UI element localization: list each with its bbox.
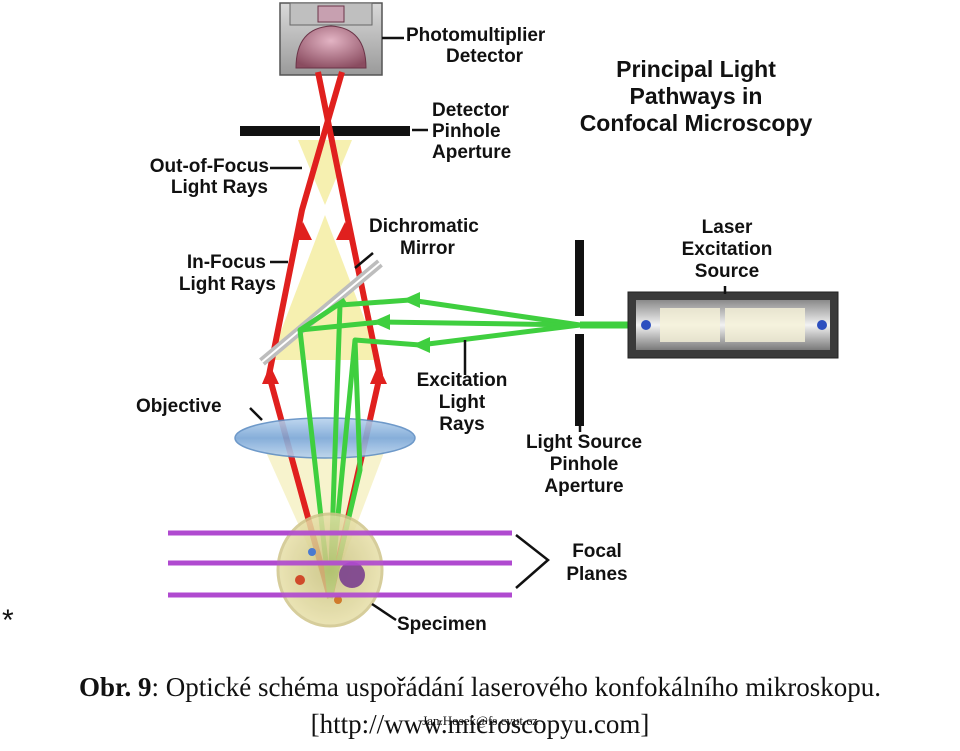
leader-lines bbox=[249, 36, 727, 622]
svg-text:Mirror: Mirror bbox=[400, 238, 456, 259]
label-excitation-rays: Excitation bbox=[417, 370, 508, 391]
svg-text:Aperture: Aperture bbox=[544, 476, 623, 497]
label-out-of-focus: Out-of-Focus bbox=[150, 156, 269, 177]
svg-text:Aperture: Aperture bbox=[432, 142, 511, 163]
svg-text:Pinhole: Pinhole bbox=[432, 121, 501, 142]
label-objective: Objective bbox=[136, 396, 222, 417]
light-source-pinhole-bar bbox=[575, 240, 584, 426]
svg-text:Light Rays: Light Rays bbox=[171, 177, 268, 198]
excitation-arrowheads bbox=[372, 292, 430, 353]
specimen-cell-icon bbox=[276, 512, 384, 628]
detector-pinhole-bar bbox=[240, 126, 410, 136]
label-laser-source: Laser bbox=[702, 217, 753, 238]
svg-text:Excitation: Excitation bbox=[682, 239, 773, 260]
email-watermark: Jan.Hosek@fs.cvut.cz bbox=[422, 713, 538, 728]
svg-text:Detector: Detector bbox=[446, 46, 524, 67]
out-of-focus-cone-upper bbox=[298, 140, 352, 205]
photomultiplier-detector-icon bbox=[279, 2, 383, 76]
svg-text:Principal Light: Principal Light bbox=[616, 56, 776, 82]
svg-text:Pathways in: Pathways in bbox=[630, 83, 763, 109]
label-detector-pinhole: Detector bbox=[432, 100, 510, 121]
focal-planes-bracket bbox=[515, 534, 550, 589]
diagram-title: Principal Light Pathways in Confocal Mic… bbox=[580, 56, 813, 136]
figure-number: Obr. 9 bbox=[78, 672, 152, 702]
label-dichromatic-mirror: Dichromatic bbox=[369, 216, 479, 237]
laser-source-icon bbox=[627, 291, 839, 359]
svg-text:Source: Source bbox=[695, 261, 759, 282]
ray-arrowheads bbox=[262, 222, 387, 384]
caption-text: : Optické schéma uspořádání laserového k… bbox=[151, 672, 882, 702]
figure-caption: Obr. 9: Optické schéma uspořádání lasero… bbox=[0, 672, 960, 703]
label-specimen: Specimen bbox=[397, 614, 487, 635]
svg-text:Light: Light bbox=[439, 392, 486, 413]
svg-text:Rays: Rays bbox=[439, 414, 484, 435]
label-focal-planes: Focal bbox=[572, 541, 622, 562]
label-photomultiplier: Photomultiplier bbox=[406, 25, 546, 46]
svg-text:Light Rays: Light Rays bbox=[179, 274, 276, 295]
label-light-source-pinhole: Light Source bbox=[526, 432, 642, 453]
objective-lens bbox=[234, 417, 416, 459]
label-in-focus: In-Focus bbox=[187, 252, 266, 273]
svg-text:Pinhole: Pinhole bbox=[550, 454, 619, 475]
svg-text:Planes: Planes bbox=[566, 564, 627, 585]
confocal-diagram: Principal Light Pathways in Confocal Mic… bbox=[136, 2, 839, 635]
asterisk-mark: * bbox=[2, 604, 14, 637]
svg-text:Confocal Microscopy: Confocal Microscopy bbox=[580, 110, 813, 136]
source-url: [http://www.microscopyu.com] bbox=[310, 709, 650, 739]
